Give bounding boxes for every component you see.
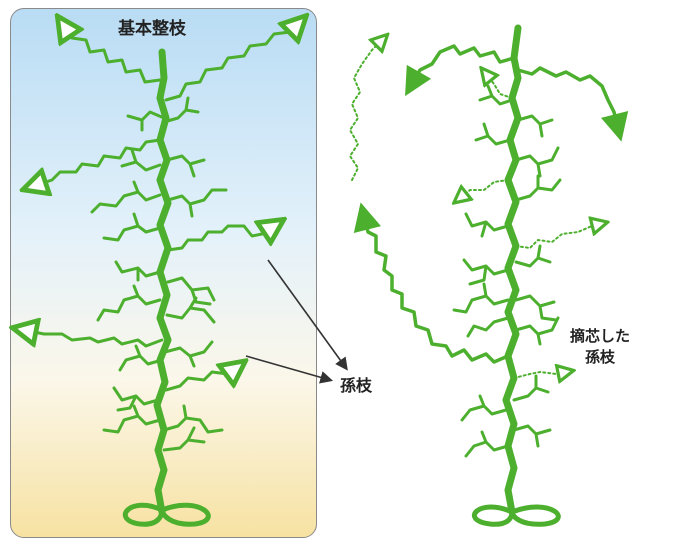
- right-pinched-top: [350, 40, 382, 180]
- label-pinched-line2: 孫枝: [570, 347, 630, 368]
- right-pinched-right: [516, 224, 600, 248]
- right-branch-top-left: [412, 46, 514, 84]
- pointer-arrow-lower: [246, 356, 330, 380]
- left-branch-mid-right: [168, 226, 274, 250]
- right-branch-long-low: [364, 216, 508, 362]
- right-plant: [350, 28, 618, 524]
- left-branch-low-right: [166, 368, 236, 390]
- label-grandchild-branch: 孫枝: [340, 372, 372, 396]
- left-plant: [24, 24, 298, 524]
- right-pinched-mid: [460, 180, 508, 198]
- left-branch-mid-left: [34, 140, 160, 186]
- label-pinched-line1: 摘芯した: [570, 326, 630, 347]
- pointer-arrow-upper: [268, 260, 346, 368]
- pointer-arrows: [246, 260, 346, 380]
- left-branch-low-left: [24, 330, 162, 346]
- label-pinched-grandchild: 摘芯した 孫枝: [570, 326, 630, 368]
- right-base-loop: [474, 507, 558, 524]
- right-pinched-low: [514, 372, 566, 378]
- left-base-loop: [125, 505, 208, 524]
- title-basic-training: 基本整枝: [118, 14, 186, 39]
